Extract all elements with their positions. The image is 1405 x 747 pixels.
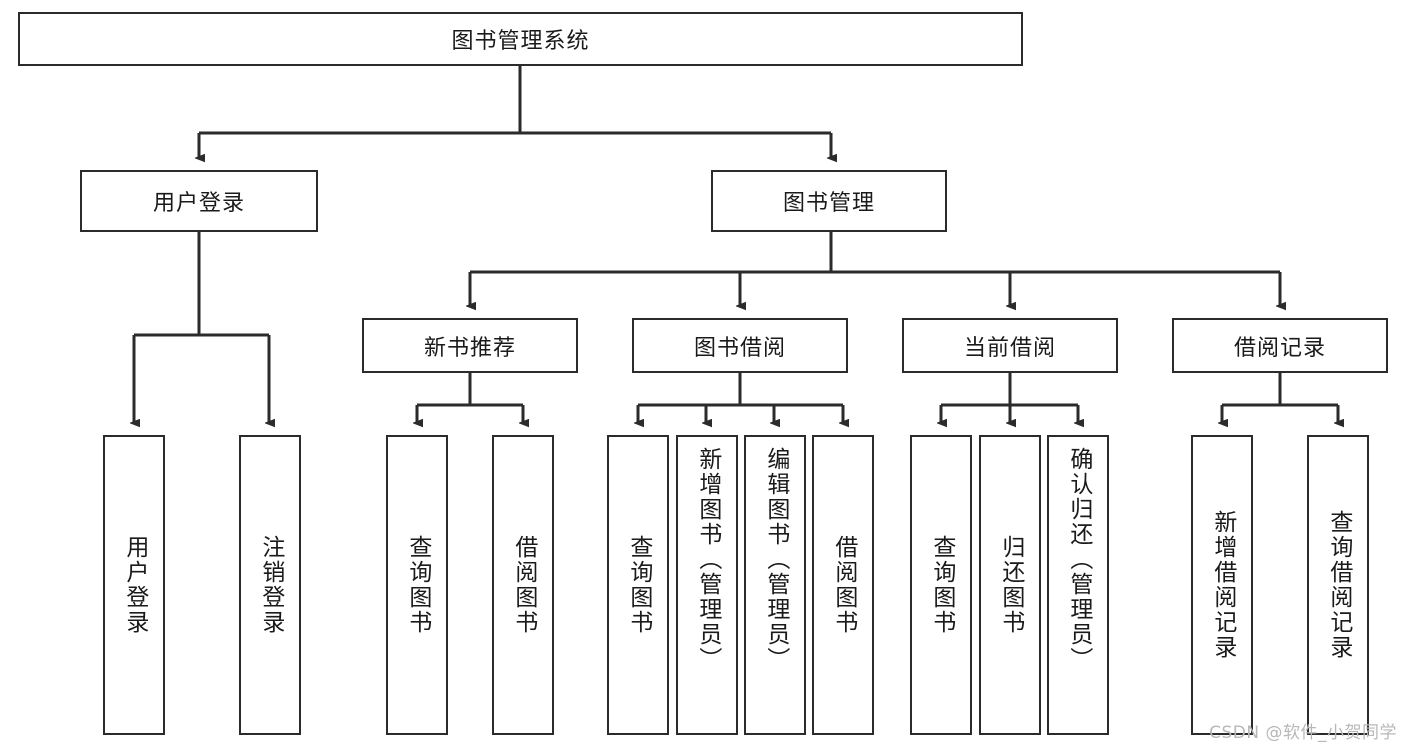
node-leaf-query-record[interactable]: 查询借阅记录	[1307, 435, 1369, 735]
node-book-management-label: 图书管理	[782, 191, 875, 216]
node-root[interactable]: 图书管理系统	[18, 12, 1023, 66]
watermark-text: CSDN @软件_小贺同学	[1209, 723, 1397, 743]
node-user-login-label: 用户登录	[152, 191, 245, 216]
node-leaf-borrow-book-1-label: 借阅图书	[510, 535, 537, 635]
node-leaf-borrow-book-2-label: 借阅图书	[830, 535, 857, 635]
node-leaf-return-book[interactable]: 归还图书	[979, 435, 1041, 735]
node-leaf-query-book-1-label: 查询图书	[404, 535, 431, 635]
node-book-borrow[interactable]: 图书借阅	[632, 318, 848, 373]
node-leaf-add-book-label: 新增图书（管理员）	[694, 447, 721, 672]
node-root-label: 图书管理系统	[451, 29, 590, 54]
node-borrow-record[interactable]: 借阅记录	[1172, 318, 1388, 373]
node-borrow-record-label: 借阅记录	[1233, 335, 1326, 361]
node-leaf-query-book-1[interactable]: 查询图书	[386, 435, 448, 735]
node-leaf-add-book[interactable]: 新增图书（管理员）	[676, 435, 738, 735]
node-current-borrow[interactable]: 当前借阅	[902, 318, 1118, 373]
node-leaf-user-login[interactable]: 用户登录	[103, 435, 165, 735]
node-new-book-recommend[interactable]: 新书推荐	[362, 318, 578, 373]
node-leaf-return-book-label: 归还图书	[997, 535, 1024, 635]
node-book-management[interactable]: 图书管理	[711, 170, 947, 232]
node-leaf-query-book-3[interactable]: 查询图书	[910, 435, 972, 735]
node-leaf-edit-book-label: 编辑图书（管理员）	[762, 447, 789, 672]
node-leaf-confirm-return-label: 确认归还（管理员）	[1065, 447, 1092, 672]
node-leaf-user-logout-label: 注销登录	[257, 535, 284, 635]
node-user-login[interactable]: 用户登录	[80, 170, 318, 232]
node-leaf-borrow-book-1[interactable]: 借阅图书	[492, 435, 554, 735]
node-leaf-confirm-return[interactable]: 确认归还（管理员）	[1047, 435, 1109, 735]
node-leaf-add-record-label: 新增借阅记录	[1209, 510, 1236, 660]
node-leaf-query-book-3-label: 查询图书	[928, 535, 955, 635]
node-current-borrow-label: 当前借阅	[963, 335, 1056, 361]
node-leaf-user-login-label: 用户登录	[121, 535, 148, 635]
node-new-book-recommend-label: 新书推荐	[423, 335, 516, 361]
node-leaf-query-book-2[interactable]: 查询图书	[607, 435, 669, 735]
node-leaf-edit-book[interactable]: 编辑图书（管理员）	[744, 435, 806, 735]
node-leaf-user-logout[interactable]: 注销登录	[239, 435, 301, 735]
node-leaf-add-record[interactable]: 新增借阅记录	[1191, 435, 1253, 735]
node-leaf-query-record-label: 查询借阅记录	[1325, 510, 1352, 660]
node-book-borrow-label: 图书借阅	[693, 335, 786, 361]
node-leaf-query-book-2-label: 查询图书	[625, 535, 652, 635]
node-leaf-borrow-book-2[interactable]: 借阅图书	[812, 435, 874, 735]
